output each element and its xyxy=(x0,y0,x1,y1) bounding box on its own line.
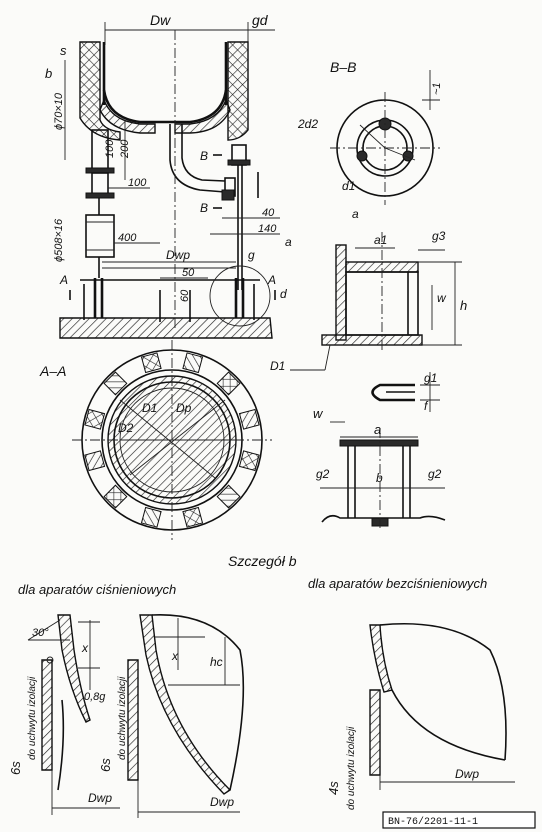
label-dp: Dp xyxy=(176,401,192,415)
label-6s-left: 6s xyxy=(8,761,23,775)
label-a-left: A xyxy=(59,273,68,287)
label-phi508x16: ϕ508×16 xyxy=(53,218,65,262)
label-g2-right: g2 xyxy=(428,467,442,481)
label-dim40: 40 xyxy=(262,207,275,219)
label-dim200: 200 xyxy=(119,139,131,159)
label-g: g xyxy=(248,248,255,262)
section-bb-view xyxy=(330,70,440,205)
ring-lug xyxy=(103,484,128,509)
ring-lug xyxy=(216,371,241,396)
label-a: a xyxy=(285,235,292,249)
label-d: d xyxy=(280,287,287,301)
label-s: s xyxy=(60,43,67,58)
label-a1: a1 xyxy=(374,233,387,247)
label-d1-bb: d1 xyxy=(342,179,355,193)
label-x-left: x xyxy=(81,641,89,655)
label-dwp-right: Dwp xyxy=(455,767,479,781)
label-g3: g3 xyxy=(432,229,446,243)
label-dim140: 140 xyxy=(258,223,277,235)
caption-pressure: dla aparatów ciśnieniowych xyxy=(18,582,176,597)
label-w-detail: w xyxy=(313,406,324,421)
note-insulation-left: do uchwytu izolacji xyxy=(27,676,38,760)
ring-lug xyxy=(103,371,128,396)
label-b: b xyxy=(45,66,52,81)
label-d1-a: D1 xyxy=(270,359,285,373)
title-section-bb: B–B xyxy=(330,59,356,75)
label-dwp-mid: Dwp xyxy=(210,795,234,809)
label-dim100: 100 xyxy=(128,177,147,189)
ring-lug xyxy=(182,352,204,374)
label-dwp: Dwp xyxy=(166,248,190,262)
label-phi70x10: ϕ70×10 xyxy=(53,92,65,130)
vessel-section-view xyxy=(59,22,280,339)
label-approx-1: ~1 xyxy=(431,82,443,95)
label-g1: g1 xyxy=(424,371,437,385)
label-a-bb: a xyxy=(352,207,359,221)
label-dim50: 50 xyxy=(182,267,195,279)
label-hc: hc xyxy=(210,655,223,669)
ring-lug xyxy=(84,408,106,430)
label-b-upper: B xyxy=(200,149,208,163)
note-insulation-right: do uchwytu izolacji xyxy=(346,726,357,810)
ring-lug xyxy=(140,352,162,374)
label-4s-right: 4s xyxy=(326,781,341,795)
ring-lug xyxy=(238,408,260,430)
label-x-mid: x xyxy=(171,649,179,663)
label-2d2: 2d2 xyxy=(297,117,318,131)
caption-non-pressure: dla aparatów bezciśnieniowych xyxy=(308,576,487,591)
clip-detail xyxy=(371,372,440,412)
ring-lug xyxy=(84,450,106,472)
ring-lug xyxy=(216,484,241,509)
title-detail-b: Szczegół b xyxy=(228,553,297,569)
label-gd: gd xyxy=(252,12,269,28)
detail-b-left xyxy=(27,614,120,815)
label-d1-aa: D1 xyxy=(142,401,157,415)
ring-lug xyxy=(238,450,260,472)
detail-b-right xyxy=(369,622,515,790)
ring-lug xyxy=(182,506,204,528)
label-dim400: 400 xyxy=(118,232,137,244)
label-g2-left: g2 xyxy=(316,467,330,481)
drawing-number: BN-76/2201-11-1 xyxy=(388,816,478,828)
label-dim60: 60 xyxy=(179,289,191,302)
label-d2: D2 xyxy=(118,421,134,435)
label-b-lower: B xyxy=(200,201,208,215)
label-dwp-left: Dwp xyxy=(88,791,112,805)
note-insulation-mid: do uchwytu izolacji xyxy=(117,676,128,760)
section-aa-view xyxy=(72,340,272,540)
detail-w-view xyxy=(320,421,446,530)
drawing-number-box xyxy=(382,811,536,829)
label-30deg: 30° xyxy=(32,627,49,639)
label-b-w: b xyxy=(376,471,383,485)
title-section-aa: A–A xyxy=(39,363,66,379)
label-dw: Dw xyxy=(150,12,171,28)
label-a-right: A xyxy=(267,273,276,287)
detail-a-view xyxy=(290,232,462,371)
label-w: w xyxy=(437,291,447,305)
label-dim100-vertical: 100 xyxy=(104,139,116,158)
detail-b-middle xyxy=(127,613,245,818)
ring-lug xyxy=(140,506,162,528)
label-a-w: a xyxy=(374,422,381,437)
label-0-8g: 0,8g xyxy=(84,691,106,703)
label-h: h xyxy=(460,298,467,313)
label-6s-mid: 6s xyxy=(98,758,113,772)
label-f: f xyxy=(424,399,429,413)
